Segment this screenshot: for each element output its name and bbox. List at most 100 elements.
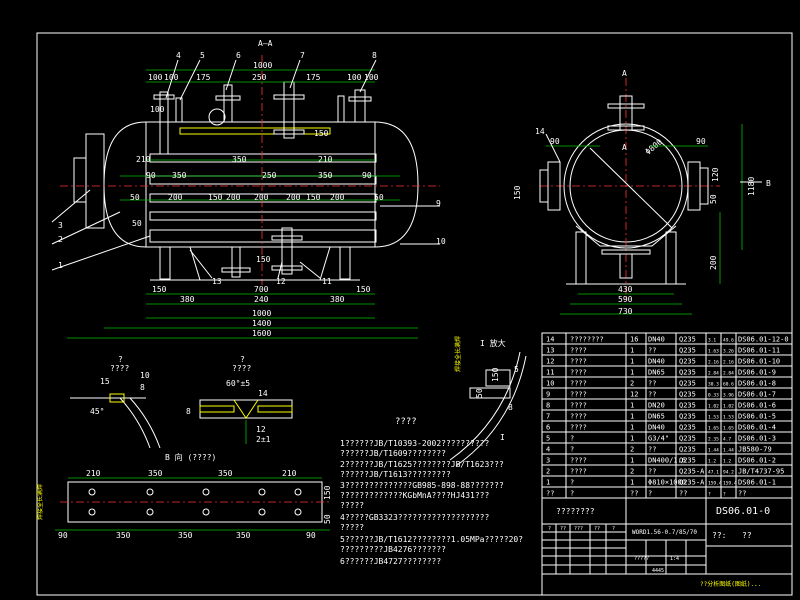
svg-text:200: 200 — [254, 193, 269, 202]
title-block: ???????? DS06.01-0 WORD1.56-0.7/85/70 ??… — [541, 497, 793, 596]
svg-text:??: ?? — [560, 526, 566, 532]
svg-text:3??????????????GB985-898-88???: 3??????????????GB985-898-88??????? — [340, 481, 504, 490]
bom-cell-code: DS06.01-2 — [738, 457, 776, 465]
bom-cell-no: 4 — [546, 446, 550, 454]
bom-cell-no: 14 — [546, 336, 554, 344]
svg-text:A: A — [622, 143, 627, 152]
svg-text:210: 210 — [136, 155, 151, 164]
svg-text:50: 50 — [130, 193, 140, 202]
bom-cell-spec: ?? — [648, 347, 656, 355]
svg-text:90: 90 — [362, 171, 372, 180]
svg-text:A: A — [622, 69, 627, 78]
bom-cell-spec: ?? — [648, 391, 656, 399]
svg-text:4: 4 — [176, 51, 181, 60]
bom-cell-qty: 1 — [630, 424, 634, 432]
svg-text:200: 200 — [330, 193, 345, 202]
bom-cell-no: 8 — [546, 402, 550, 410]
bom-cell-w2: 49.6 — [723, 338, 734, 344]
bom-cell-qty: 1 — [630, 369, 634, 377]
svg-text:6: 6 — [236, 51, 241, 60]
svg-text:Φ800: Φ800 — [644, 137, 665, 156]
svg-text:200: 200 — [286, 193, 301, 202]
svg-text:150: 150 — [491, 367, 500, 382]
svg-text:?????: ????? — [634, 556, 649, 562]
svg-text:380: 380 — [180, 295, 195, 304]
bom-cell-code: DS06.01-7 — [738, 391, 776, 399]
svg-text:1600: 1600 — [252, 329, 271, 338]
svg-text:??????JB/T1613?????????: ??????JB/T1613????????? — [340, 470, 451, 479]
main-view: A—A — [51, 39, 446, 339]
svg-text:100: 100 — [347, 73, 362, 82]
top-header — [179, 127, 331, 135]
bom-cell-w1: 1.44 — [708, 448, 719, 454]
svg-text:175: 175 — [306, 73, 321, 82]
bom-cell-no: 5 — [546, 435, 550, 443]
bom-cell-spec: DN65 — [648, 413, 665, 421]
bom-cell-w2: 1.2 — [723, 459, 731, 465]
svg-text:WORD1.56-0.7/85/70: WORD1.56-0.7/85/70 — [632, 529, 697, 536]
svg-text:?????: ????? — [340, 501, 364, 510]
bom-cell-qty: 16 — [630, 336, 638, 344]
bom-cell-w1: 2.35 — [708, 437, 719, 443]
bom-cell-w1: 1.02 — [708, 404, 719, 410]
bom-cell-w2: 1.44 — [723, 448, 734, 454]
bom-cell-code: ?? — [738, 490, 746, 498]
svg-text:7: 7 — [300, 51, 305, 60]
svg-text:350: 350 — [218, 469, 233, 478]
svg-text:5: 5 — [200, 51, 205, 60]
bom-cell-no: 9 — [546, 391, 550, 399]
svg-text:210: 210 — [318, 155, 333, 164]
svg-text:9: 9 — [436, 199, 441, 208]
bom-cell-spec: ?? — [648, 380, 656, 388]
svg-text:2±1: 2±1 — [256, 435, 271, 444]
bom-cell-name: ???????? — [570, 336, 604, 344]
svg-text:?: ? — [240, 355, 245, 364]
svg-text:350: 350 — [236, 531, 251, 540]
bom-cell-name: ???? — [570, 380, 587, 388]
bom-cell-mat: Q235 — [679, 413, 696, 421]
bom-cell-code: DS06.01-12-0 — [738, 336, 789, 344]
tube-row-4 — [149, 211, 377, 221]
svg-text:380: 380 — [330, 295, 345, 304]
svg-text:1000: 1000 — [253, 61, 272, 70]
bom-cell-w1: 0.33 — [708, 393, 719, 399]
svg-text:50: 50 — [475, 388, 484, 398]
svg-text:??: ?? — [594, 526, 600, 532]
svg-text:150: 150 — [256, 255, 271, 264]
svg-text:8: 8 — [140, 383, 145, 392]
bom-cell-w1: 1.65 — [708, 426, 719, 432]
svg-text:50: 50 — [132, 219, 142, 228]
bom-cell-spec: ?? — [648, 446, 656, 454]
bom-cell-name: ? — [570, 490, 574, 498]
svg-text:??: ?? — [742, 531, 752, 540]
bom-cell-spec: DN400/1.6 — [648, 457, 686, 465]
bom-cell-qty: 1 — [630, 457, 634, 465]
svg-text:焊接全长满焊: 焊接全长满焊 — [36, 484, 44, 520]
bom-cell-w1: 1.63 — [708, 349, 719, 355]
svg-text:12: 12 — [276, 277, 286, 286]
svg-text:?????????????KGbMnA????HJ431??: ?????????????KGbMnA????HJ431??? — [340, 491, 489, 500]
bom-cell-spec: DN40 — [648, 358, 665, 366]
bom-cell-no: 12 — [546, 358, 554, 366]
bom-cell-mat: ?? — [679, 490, 687, 498]
bom-cell-w1: 1.53 — [708, 415, 719, 421]
bom-cell-w2: ? — [723, 492, 726, 498]
svg-text:1??????JB/T10393-2002?????????: 1??????JB/T10393-2002?????????? — [340, 439, 489, 448]
svg-text:1180: 1180 — [747, 177, 756, 196]
bom-cell-w2: 3.96 — [723, 393, 734, 399]
bom-cell-spec: DN40 — [648, 336, 665, 344]
bom-cell-w1: 2.84 — [708, 371, 719, 377]
svg-text:5??????JB/T1612????????1.05MPa: 5??????JB/T1612????????1.05MPa?????20? — [340, 535, 523, 544]
bom-cell-spec: ?? — [648, 468, 656, 476]
svg-text:210: 210 — [282, 469, 297, 478]
svg-text:???: ??? — [574, 526, 583, 532]
bom-cell-w1: 159.4 — [708, 481, 722, 487]
bom-cell-code: DS06.01-4 — [738, 424, 776, 432]
bom-cell-qty: 1 — [630, 479, 634, 487]
svg-text:90: 90 — [696, 137, 706, 146]
svg-text:焊接全长满焊: 焊接全长满焊 — [454, 336, 462, 372]
bom-cell-w2: 1.53 — [723, 415, 734, 421]
svg-text:????: ???? — [395, 417, 417, 427]
bom-cell-spec: Φ810×1000 — [648, 479, 686, 487]
